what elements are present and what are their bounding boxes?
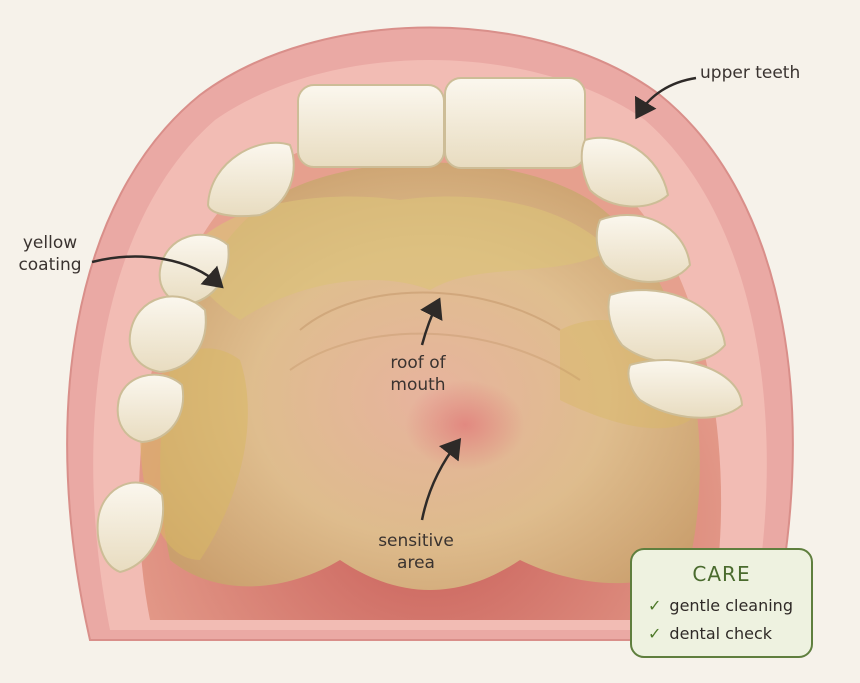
yellow-coating [190,196,610,320]
label-sensitive-area: sensitive area [366,530,466,574]
label-upper-teeth-text: upper teeth [700,63,801,83]
label-upper-teeth: upper teeth [700,62,800,84]
label-roof-line1: roof of [390,353,446,373]
care-item: ✓ dental check [648,624,772,643]
care-item-label: gentle cleaning [669,596,793,615]
tooth [627,358,744,419]
tooth [116,373,185,444]
arrow-upper-teeth [635,76,697,120]
label-roof-line2: mouth [390,375,446,395]
label-sensitive-line1: sensitive [378,531,454,551]
label-yellow-coating: yellow coating [10,232,90,276]
tooth [580,136,670,208]
arrow-yellow-coating [91,255,224,289]
sensitive-area-spot [405,380,525,470]
tooth [607,289,727,364]
palate-ridge [289,332,581,381]
label-sensitive-line2: area [397,553,435,573]
care-box: CARE ✓ gentle cleaning ✓ dental check [630,548,813,658]
upper-teeth [96,77,744,574]
care-item-label: dental check [669,624,772,643]
care-title: CARE [692,562,751,586]
check-icon: ✓ [648,624,662,643]
arrow-roof-of-mouth [420,297,443,346]
tooth [297,84,445,168]
tooth [595,214,692,283]
palate-ridge [299,291,561,331]
tooth [96,481,165,574]
label-yellow-coating-line2: coating [18,255,82,275]
tooth [206,141,295,218]
tooth [128,295,207,374]
label-roof-of-mouth: roof of mouth [370,352,466,396]
arrow-sensitive-area [420,438,462,521]
tooth [444,77,586,169]
care-item: ✓ gentle cleaning [648,596,793,615]
label-yellow-coating-line1: yellow [22,233,78,253]
check-icon: ✓ [648,596,662,615]
